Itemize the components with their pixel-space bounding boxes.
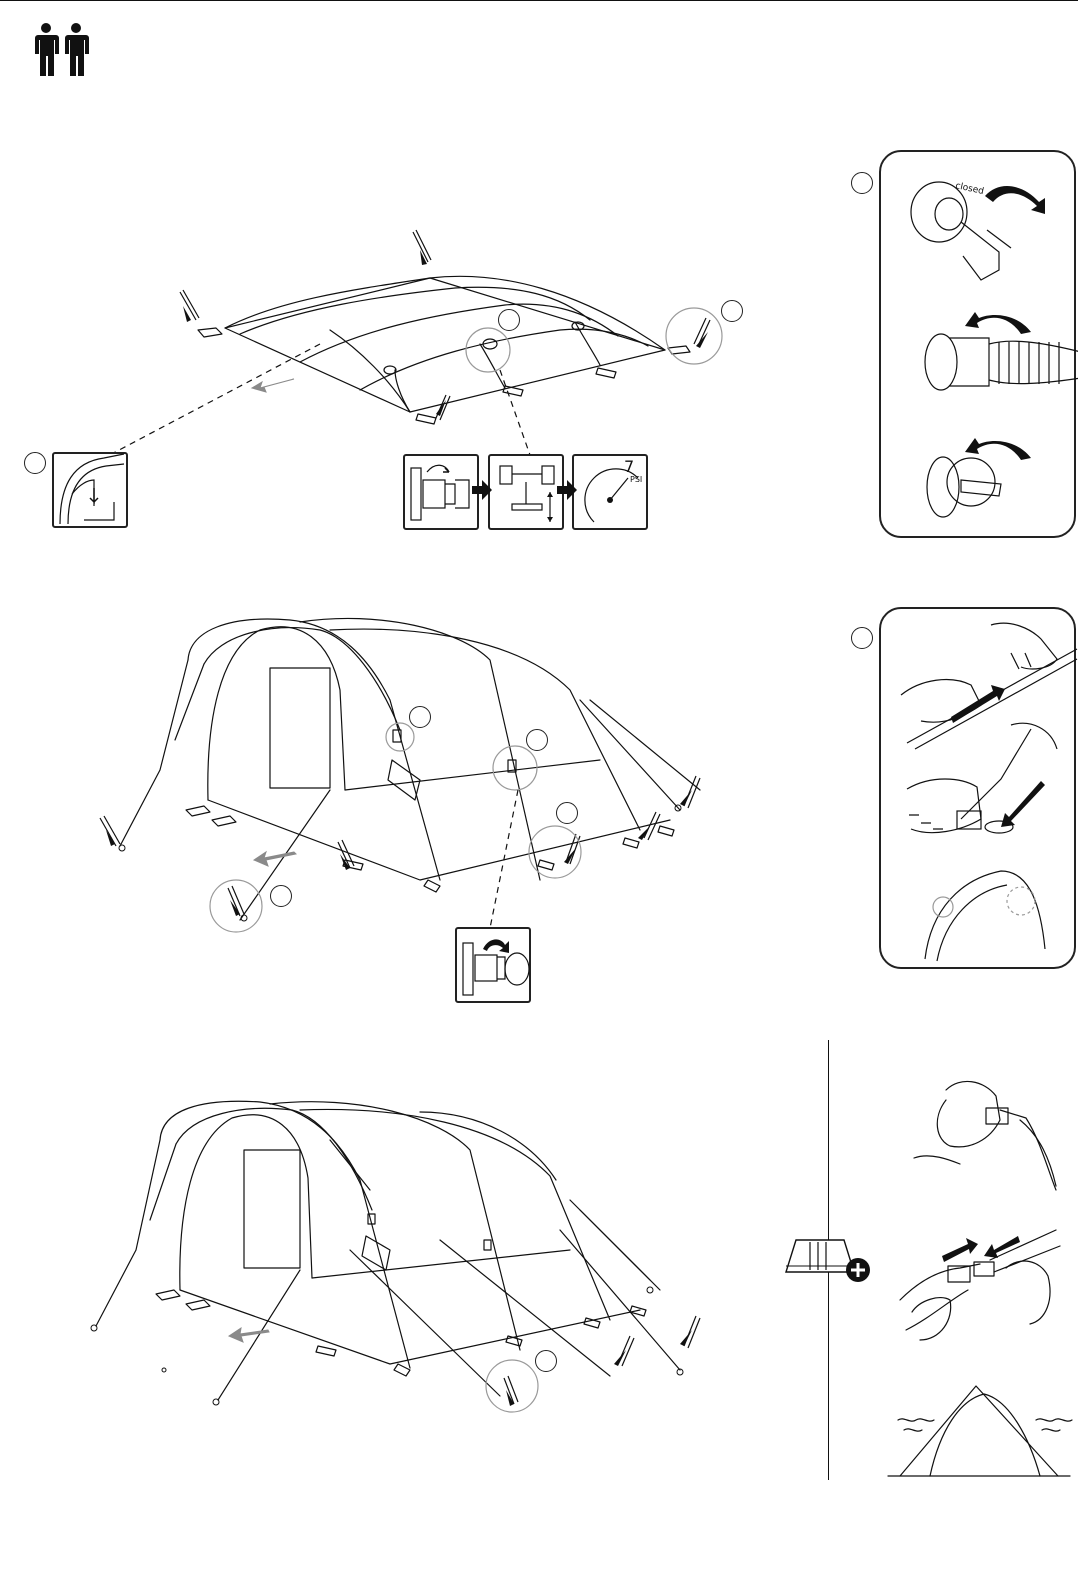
accessory-add-icon <box>782 1532 872 1592</box>
accessory-steps-drawing <box>0 0 1078 1482</box>
